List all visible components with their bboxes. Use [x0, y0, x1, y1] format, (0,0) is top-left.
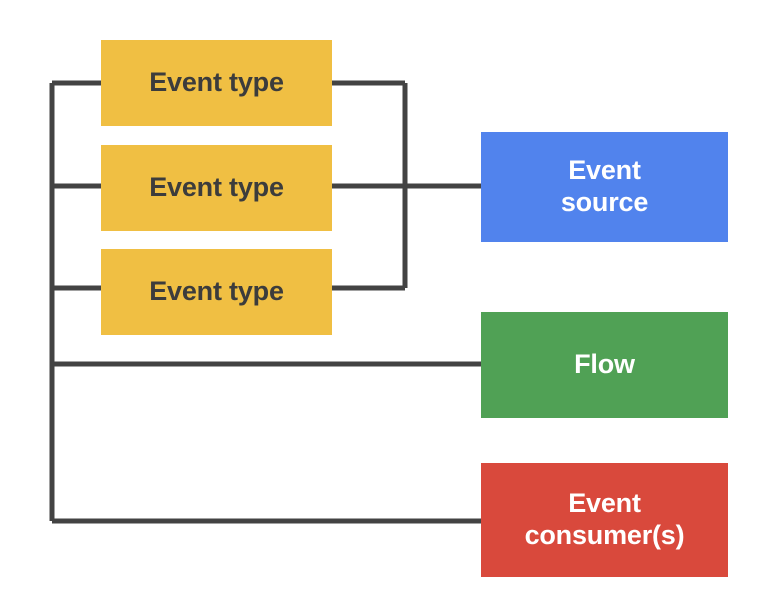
- node-event-type-2[interactable]: Event type: [101, 145, 332, 231]
- node-event-source[interactable]: Event source: [481, 132, 728, 242]
- node-event-type-3-label: Event type: [149, 276, 284, 307]
- node-event-type-2-label: Event type: [149, 172, 284, 203]
- node-event-consumer[interactable]: Event consumer(s): [481, 463, 728, 577]
- node-flow-label: Flow: [574, 349, 635, 380]
- node-event-type-3[interactable]: Event type: [101, 249, 332, 335]
- node-event-type-1[interactable]: Event type: [101, 40, 332, 126]
- node-event-type-1-label: Event type: [149, 67, 284, 98]
- node-event-consumer-label: Event consumer(s): [524, 488, 685, 550]
- node-flow[interactable]: Flow: [481, 312, 728, 418]
- node-event-source-label: Event source: [560, 155, 649, 217]
